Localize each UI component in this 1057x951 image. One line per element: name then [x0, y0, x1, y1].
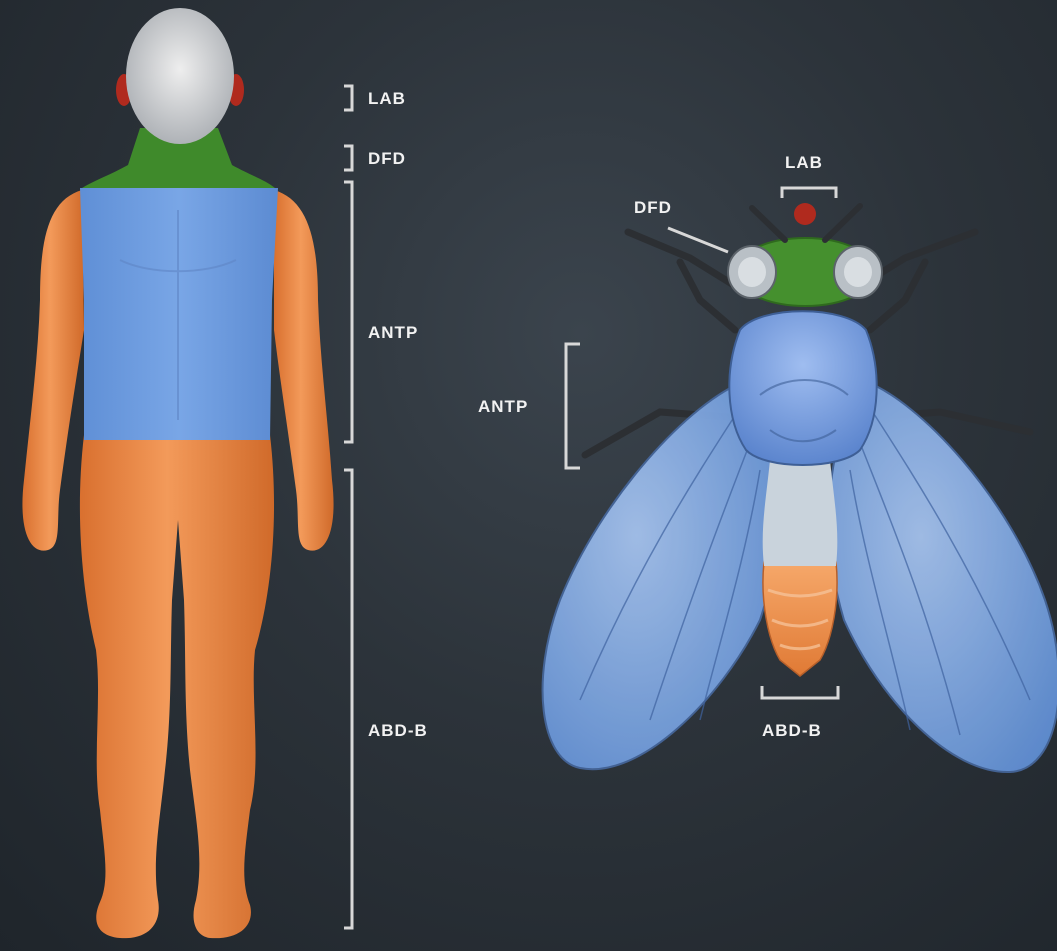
fly-lab-label: LAB — [785, 154, 823, 171]
fly-abd-b-bracket — [762, 686, 838, 698]
fly-lab-segment — [794, 203, 816, 225]
human-abd-b-label: ABD-B — [368, 722, 428, 739]
human-legs — [80, 435, 274, 938]
human-head — [126, 8, 234, 144]
human-left-arm — [22, 190, 84, 551]
human-dfd-bracket — [344, 146, 352, 170]
fly-dfd-pointer — [668, 228, 728, 252]
fly-lab-bracket — [782, 188, 836, 198]
human-right-arm — [274, 190, 334, 551]
fly-waist — [763, 460, 838, 566]
human-dfd-label: DFD — [368, 150, 406, 167]
fly-antp-bracket — [566, 344, 580, 468]
fly-figure — [543, 203, 1057, 772]
human-antp-label: ANTP — [368, 324, 418, 341]
human-lab-label: LAB — [368, 90, 406, 107]
human-antp-bracket — [344, 182, 352, 442]
fly-dfd-label: DFD — [634, 199, 672, 216]
human-abd-b-bracket — [344, 470, 352, 928]
fly-abdomen — [763, 562, 837, 676]
fly-antp-label: ANTP — [478, 398, 528, 415]
human-brackets — [344, 86, 352, 928]
human-lab-bracket — [344, 86, 352, 110]
fly-abd-b-label: ABD-B — [762, 722, 822, 739]
human-figure — [22, 8, 333, 938]
fly-right-eye-inner — [844, 257, 872, 287]
fly-left-eye-inner — [738, 257, 766, 287]
